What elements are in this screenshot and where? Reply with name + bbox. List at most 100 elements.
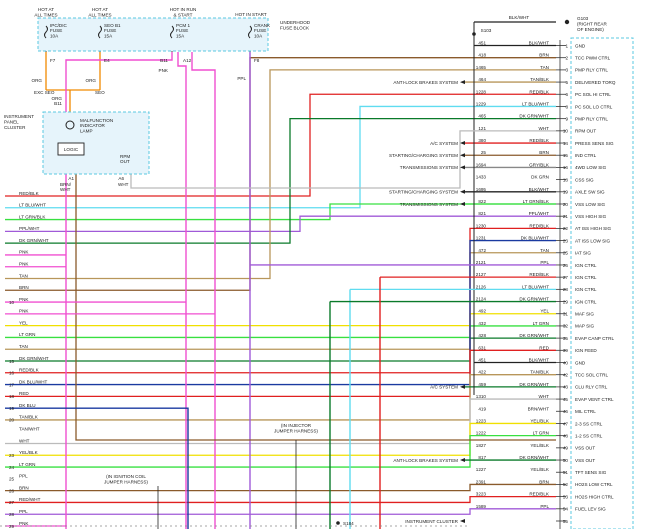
left-wire-label: YEL <box>19 320 28 325</box>
left-pin-number: 16 <box>9 371 15 376</box>
pin-number: 28 <box>563 287 569 292</box>
left-pin-number: 18 <box>9 394 15 399</box>
wire-color-label: RED/BLK <box>529 138 550 143</box>
pin-function: 4WD LOW SIG <box>575 165 607 170</box>
circuit-number: 1310 <box>476 394 487 399</box>
system-label: STARTING/CHARGING SYSTEM <box>389 153 458 158</box>
circuit-number: 631 <box>478 345 486 350</box>
left-wire-label: RED/BLK <box>19 368 40 373</box>
pin-function: AT ISS HIGH SIG <box>575 226 612 231</box>
circuit-number: 492 <box>478 309 486 314</box>
pin-function: HO2S HIGH CTRL <box>575 494 614 499</box>
splice-label: S103 <box>481 28 492 33</box>
fuse-icon <box>248 25 252 39</box>
system-label: A/C SYSTEM <box>430 385 458 390</box>
wire-color-label: DK BLU/WHT <box>521 236 550 241</box>
pin-function: FUEL LEV SIG <box>575 507 606 512</box>
wire-color-label: PPL <box>540 260 549 265</box>
system-label: A/C SYSTEM <box>430 141 458 146</box>
arrow-icon <box>460 165 465 170</box>
left-wire-label: RED <box>19 391 29 396</box>
pin-number: 46 <box>563 409 569 414</box>
pin-number: 52 <box>563 482 569 487</box>
fuse-icon <box>98 25 102 39</box>
cluster-pin: A1 <box>68 176 74 181</box>
wire-left-to-pcm <box>5 483 556 492</box>
arrow-icon <box>460 153 465 158</box>
pin-number: 23 <box>563 238 569 243</box>
wire-color-label: BLK/WHT <box>529 41 550 46</box>
pin-number: 5 <box>565 80 568 85</box>
circuit-number: 451 <box>478 358 486 363</box>
arrow-icon <box>460 384 465 389</box>
splice-label: S184 <box>343 521 354 526</box>
splice-dot <box>336 521 340 525</box>
circuit-number: 451 <box>478 41 486 46</box>
pin-function: PRESS SENS SIG <box>575 141 614 146</box>
pin-number: 3 <box>565 68 568 73</box>
splice-dot <box>472 32 476 36</box>
wire-color-label: RED/BLK <box>529 89 550 94</box>
pin-number: 45 <box>563 397 569 402</box>
circuit-number: 1227 <box>476 467 487 472</box>
pin-number: 40 <box>563 360 569 365</box>
pin-number: 8 <box>565 104 568 109</box>
pin-function: PC SOL LO CTRL <box>575 104 613 109</box>
pin-function: MAF SIG <box>575 312 594 317</box>
wire-left-to-pcm <box>5 435 556 468</box>
wire-color-label: LT GRN <box>533 431 549 436</box>
wire-color-label: BRN <box>539 479 549 484</box>
left-wire-label: DK BLU/WHT <box>19 379 48 384</box>
wire-color-label: TAN/BLK <box>530 370 550 375</box>
circuit-number: 121 <box>478 126 486 131</box>
pin-function: GND <box>575 360 586 365</box>
left-wire-label: TAN <box>19 344 28 349</box>
wire-pnk <box>191 52 216 529</box>
pin-function: VSS OUT <box>575 458 595 463</box>
pin-number: 54 <box>563 507 569 512</box>
wire-color-label: LT GRN/BLK <box>523 199 550 204</box>
circuit-number: 459 <box>478 382 486 387</box>
pin-number: 15 <box>563 153 569 158</box>
pin-function: GND <box>575 43 586 48</box>
pin-number: 47 <box>563 421 569 426</box>
wire-left-to-pcm <box>5 69 556 280</box>
arrow-icon <box>460 141 465 146</box>
pin-function: AXLE SW SIG <box>575 190 605 195</box>
pin-number: 49 <box>563 446 569 451</box>
left-wire-label: TAN <box>19 273 28 278</box>
pcm-connector-outline <box>570 37 634 529</box>
wire-color-label: YEL/BLK <box>530 443 550 448</box>
wire-pnk <box>177 52 187 529</box>
left-wire-label: LT GRN <box>19 332 35 337</box>
pin-function: VSS OUT <box>575 446 595 451</box>
left-wire-label: LT GRN/BLK <box>19 214 46 219</box>
circuit-number: 422 <box>478 370 486 375</box>
wire-color-label: DK GRN/WHT <box>519 333 549 338</box>
wire-color-label: LT BLU/WHT <box>522 284 549 289</box>
system-label: TRANSMISSIONS SYSTEM <box>400 202 458 207</box>
pin-number: 31 <box>563 312 569 317</box>
ground-icon <box>564 19 570 25</box>
wire-color-label: RED/BLK <box>529 223 550 228</box>
left-wire-label: RED/BLK <box>19 191 40 196</box>
circuit-number: 464 <box>478 77 486 82</box>
wire-left-to-pcm <box>5 215 556 233</box>
wire-dk-blu <box>5 407 189 529</box>
static-layer <box>37 17 634 529</box>
left-wire-label: TAN/BLK <box>19 415 39 420</box>
wire-color-label: DK GRN/WHT <box>519 297 549 302</box>
wire-left-to-pcm <box>5 203 556 221</box>
left-wire-label: LT BLU/WHT <box>19 203 46 208</box>
pin-number: 2 <box>565 55 568 60</box>
left-wire-label: WHT <box>19 438 30 443</box>
wire-color-label: DK GRN/WHT <box>519 114 549 119</box>
